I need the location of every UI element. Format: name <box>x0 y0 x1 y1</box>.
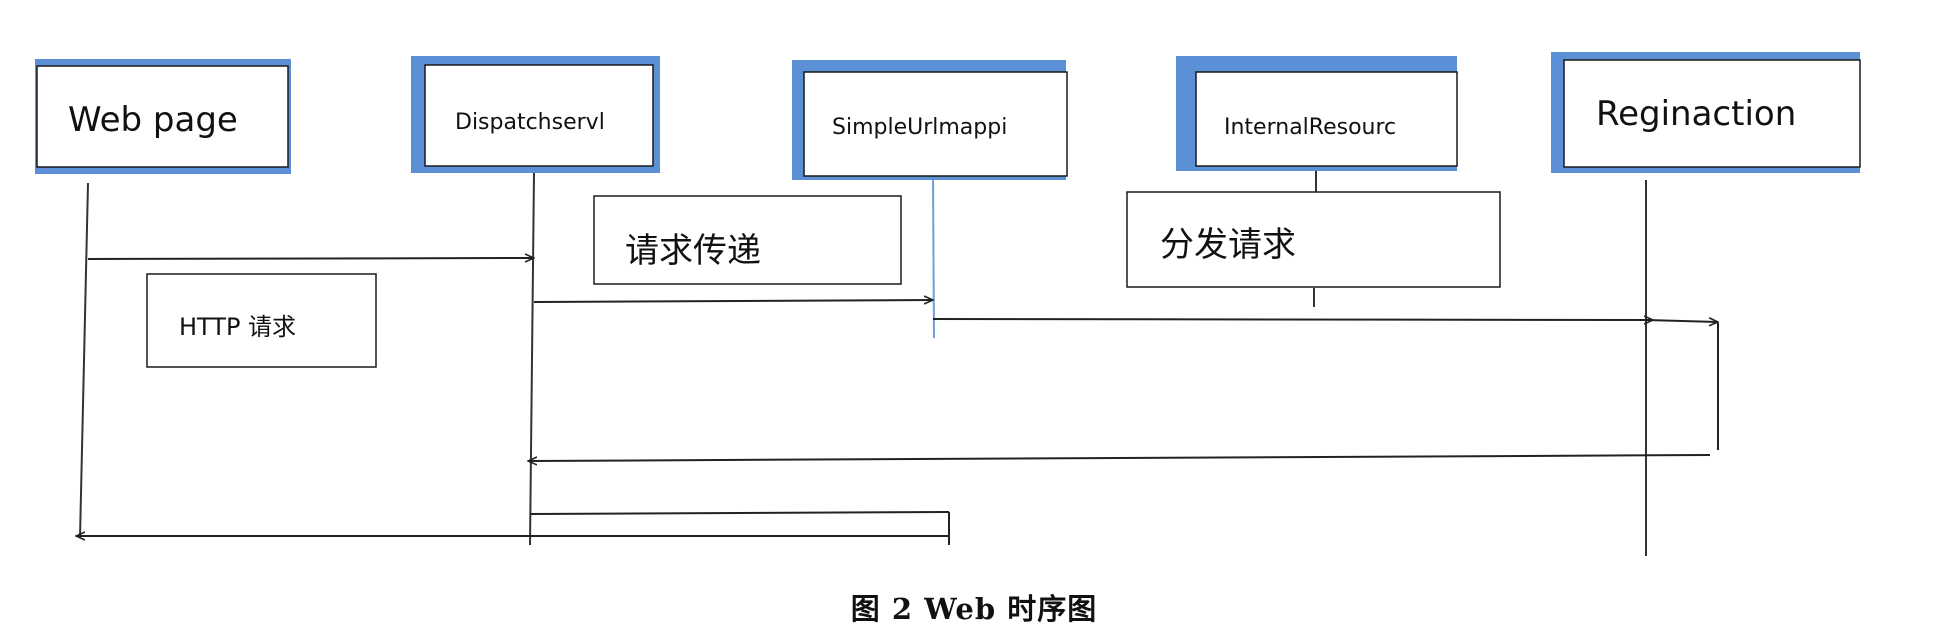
actor-label-dispatch: Dispatchservl <box>455 110 605 135</box>
actor-internal: InternalResourc <box>1176 56 1458 171</box>
note-label-pass: 请求传递 <box>625 231 761 271</box>
lifelines <box>79 170 1647 556</box>
message-return-dispatch <box>528 454 1711 461</box>
note-label-http: HTTP 请求 <box>179 313 296 341</box>
actor-label-regin: Reginaction <box>1596 94 1796 134</box>
message-request-pass <box>533 300 933 302</box>
actor-webpage: Web page <box>35 59 291 174</box>
message-forward-view <box>529 511 950 515</box>
message-self-call <box>1645 320 1718 322</box>
lifeline-dispatch <box>529 172 535 546</box>
note-label-dispatch-req: 分发请求 <box>1160 225 1296 265</box>
message-http-request <box>87 258 534 259</box>
note-http: HTTP 请求 <box>146 273 377 368</box>
message-dispatch-request <box>932 319 1653 320</box>
lifeline-simple <box>932 177 935 339</box>
figure-caption: 图 2 Web 时序图 <box>850 592 1098 626</box>
actor-label-simple: SimpleUrlmappi <box>832 115 1007 140</box>
messages <box>76 258 1718 545</box>
actor-label-internal: InternalResourc <box>1224 115 1396 140</box>
note-pass: 请求传递 <box>593 195 902 285</box>
note-dispatch-req: 分发请求 <box>1126 191 1501 288</box>
actor-label-webpage: Web page <box>68 100 238 140</box>
lifeline-webpage <box>79 182 89 539</box>
actor-dispatch: Dispatchservl <box>411 56 660 173</box>
actor-simple: SimpleUrlmappi <box>792 60 1068 180</box>
actor-regin: Reginaction <box>1551 52 1861 173</box>
